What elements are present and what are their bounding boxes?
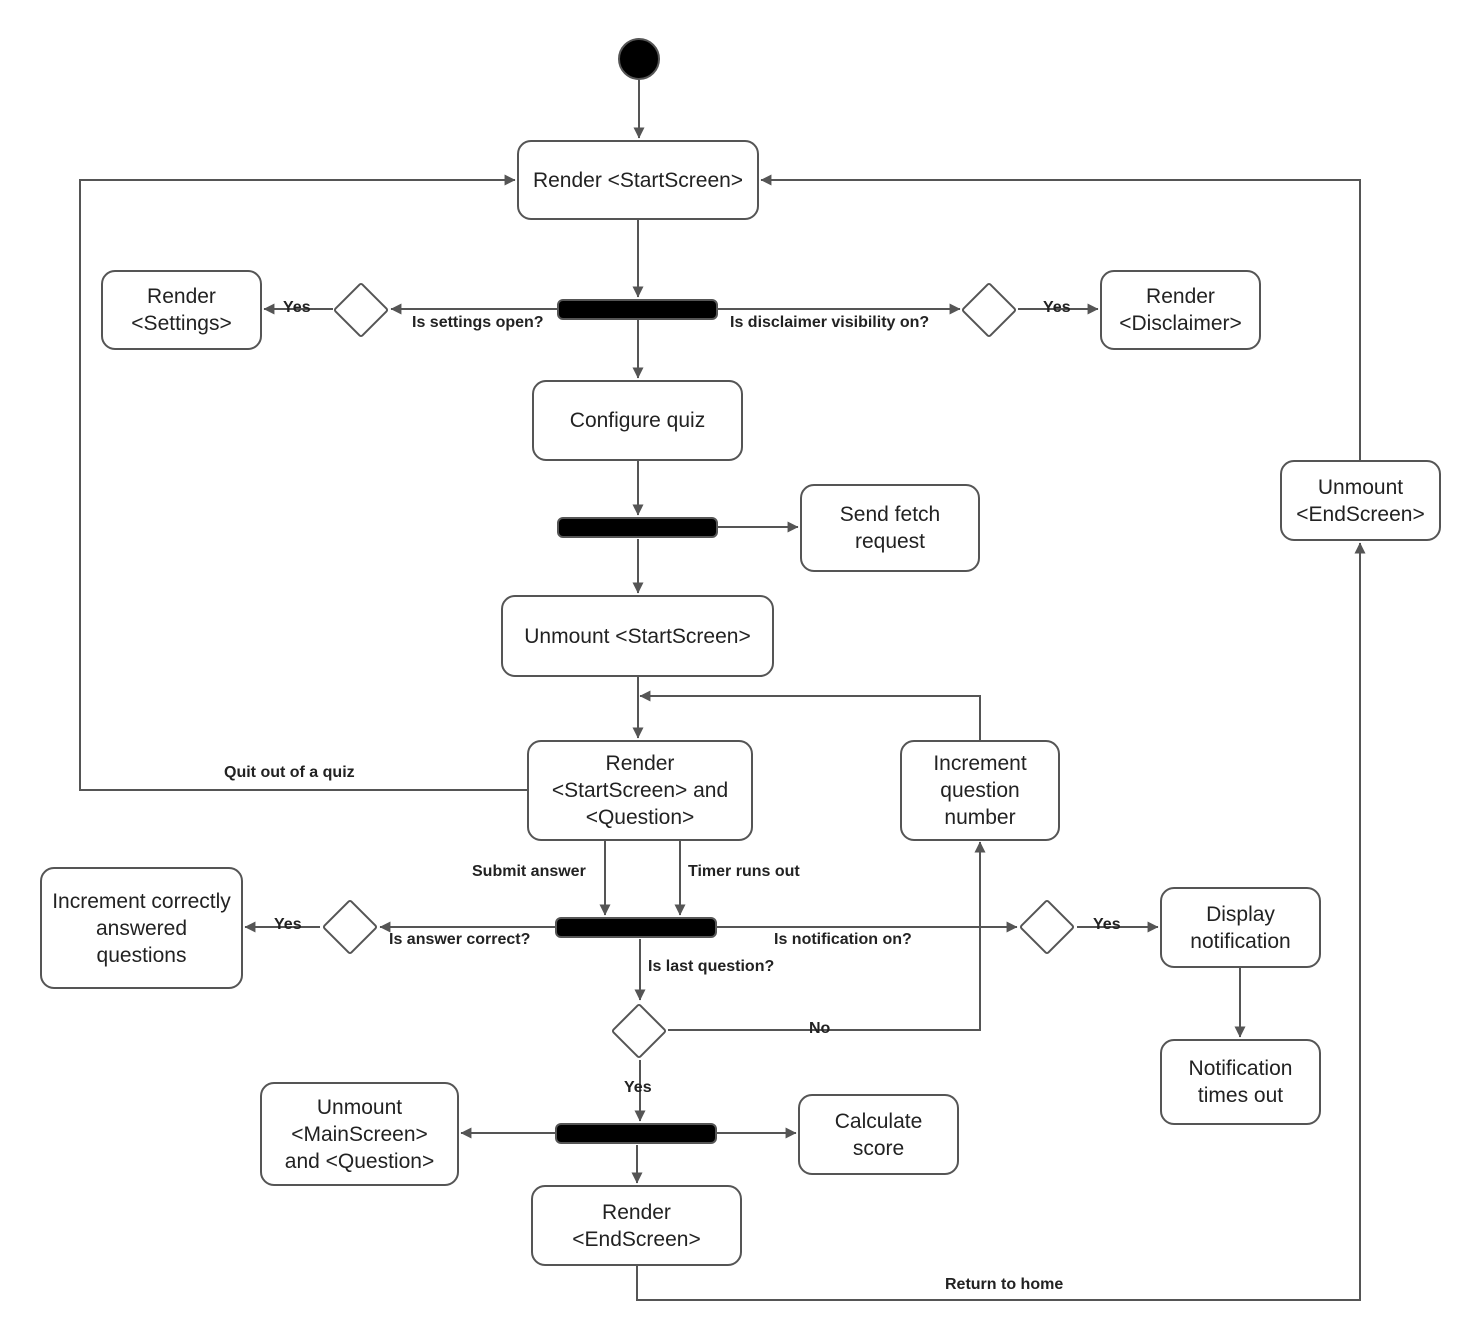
is-answer-correct-label: Is answer correct? (389, 931, 531, 948)
node-label: Render <Disclaimer> (1119, 285, 1242, 335)
unmount-start-screen-node: Unmount <StartScreen> (501, 595, 774, 677)
edge-return-home (636, 542, 1366, 1301)
is-notification-on-label: Is notification on? (774, 931, 912, 948)
last-no-label: No (809, 1020, 831, 1037)
is-disclaimer-on-label: Is disclaimer visibility on? (730, 314, 930, 331)
configure-quiz-node: Configure quiz (532, 380, 743, 461)
node-label: Render <StartScreen> (532, 168, 744, 192)
node-label: Unmount <StartScreen> (524, 624, 751, 648)
increment-correct-answers-node: Increment correctly answered questions (40, 867, 243, 989)
unmount-end-screen-node: Unmount <EndScreen> (1280, 460, 1441, 541)
edge-quit-quiz (79, 174, 527, 791)
settings-yes-label: Yes (283, 299, 311, 316)
node-label: Render <EndScreen> (572, 1200, 701, 1251)
unmount-main-and-question-node: Unmount <MainScreen> and <Question> (260, 1082, 459, 1186)
timer-runs-out-label: Timer runs out (688, 863, 800, 880)
node-label: Configure quiz (569, 409, 706, 432)
display-notification-node: Display notification (1160, 887, 1321, 968)
fork-bar-2 (557, 517, 718, 538)
increment-question-number-node: Increment question number (900, 740, 1060, 841)
fork-bar-1 (557, 299, 718, 320)
node-label: Send fetch request (839, 503, 941, 553)
quit-quiz-label: Quit out of a quiz (224, 764, 355, 781)
node-label: Display notification (1190, 902, 1291, 953)
node-label: Increment correctly answered questions (52, 889, 231, 967)
fork-bar-3 (555, 917, 717, 938)
initial-node (618, 38, 660, 80)
send-fetch-request-node: Send fetch request (800, 484, 980, 572)
render-start-and-question-node: Render <StartScreen> and <Question> (527, 740, 753, 841)
is-last-question-label: Is last question? (648, 958, 775, 975)
fork-bar-4 (555, 1123, 717, 1144)
disclaimer-yes-label: Yes (1043, 299, 1071, 316)
node-label: Calculate score (834, 1109, 923, 1160)
calculate-score-node: Calculate score (798, 1094, 959, 1175)
notification-yes-label: Yes (1093, 916, 1121, 933)
render-settings-node: Render <Settings> (101, 270, 262, 350)
render-start-screen-node: Render <StartScreen> (517, 140, 759, 220)
node-label: Render <Settings> (131, 285, 232, 335)
return-home-label: Return to home (945, 1276, 1064, 1293)
node-label: Notification times out (1188, 1057, 1293, 1107)
node-label: Unmount <MainScreen> and <Question> (284, 1095, 435, 1173)
render-end-screen-node: Render <EndScreen> (531, 1185, 742, 1266)
node-label: Increment question number (933, 752, 1027, 829)
submit-answer-label: Submit answer (472, 863, 586, 880)
is-settings-open-label: Is settings open? (412, 314, 544, 331)
render-disclaimer-node: Render <Disclaimer> (1100, 270, 1261, 350)
correct-yes-label: Yes (274, 916, 302, 933)
node-label: Render <StartScreen> and <Question> (551, 752, 729, 829)
last-yes-label: Yes (624, 1079, 652, 1096)
edge-increment-question-loop (639, 690, 981, 740)
notification-times-out-node: Notification times out (1160, 1039, 1321, 1125)
node-label: Unmount <EndScreen> (1296, 475, 1425, 526)
edge-unmount-end-to-render-start (760, 174, 1361, 460)
edge-last-no (668, 841, 986, 1031)
